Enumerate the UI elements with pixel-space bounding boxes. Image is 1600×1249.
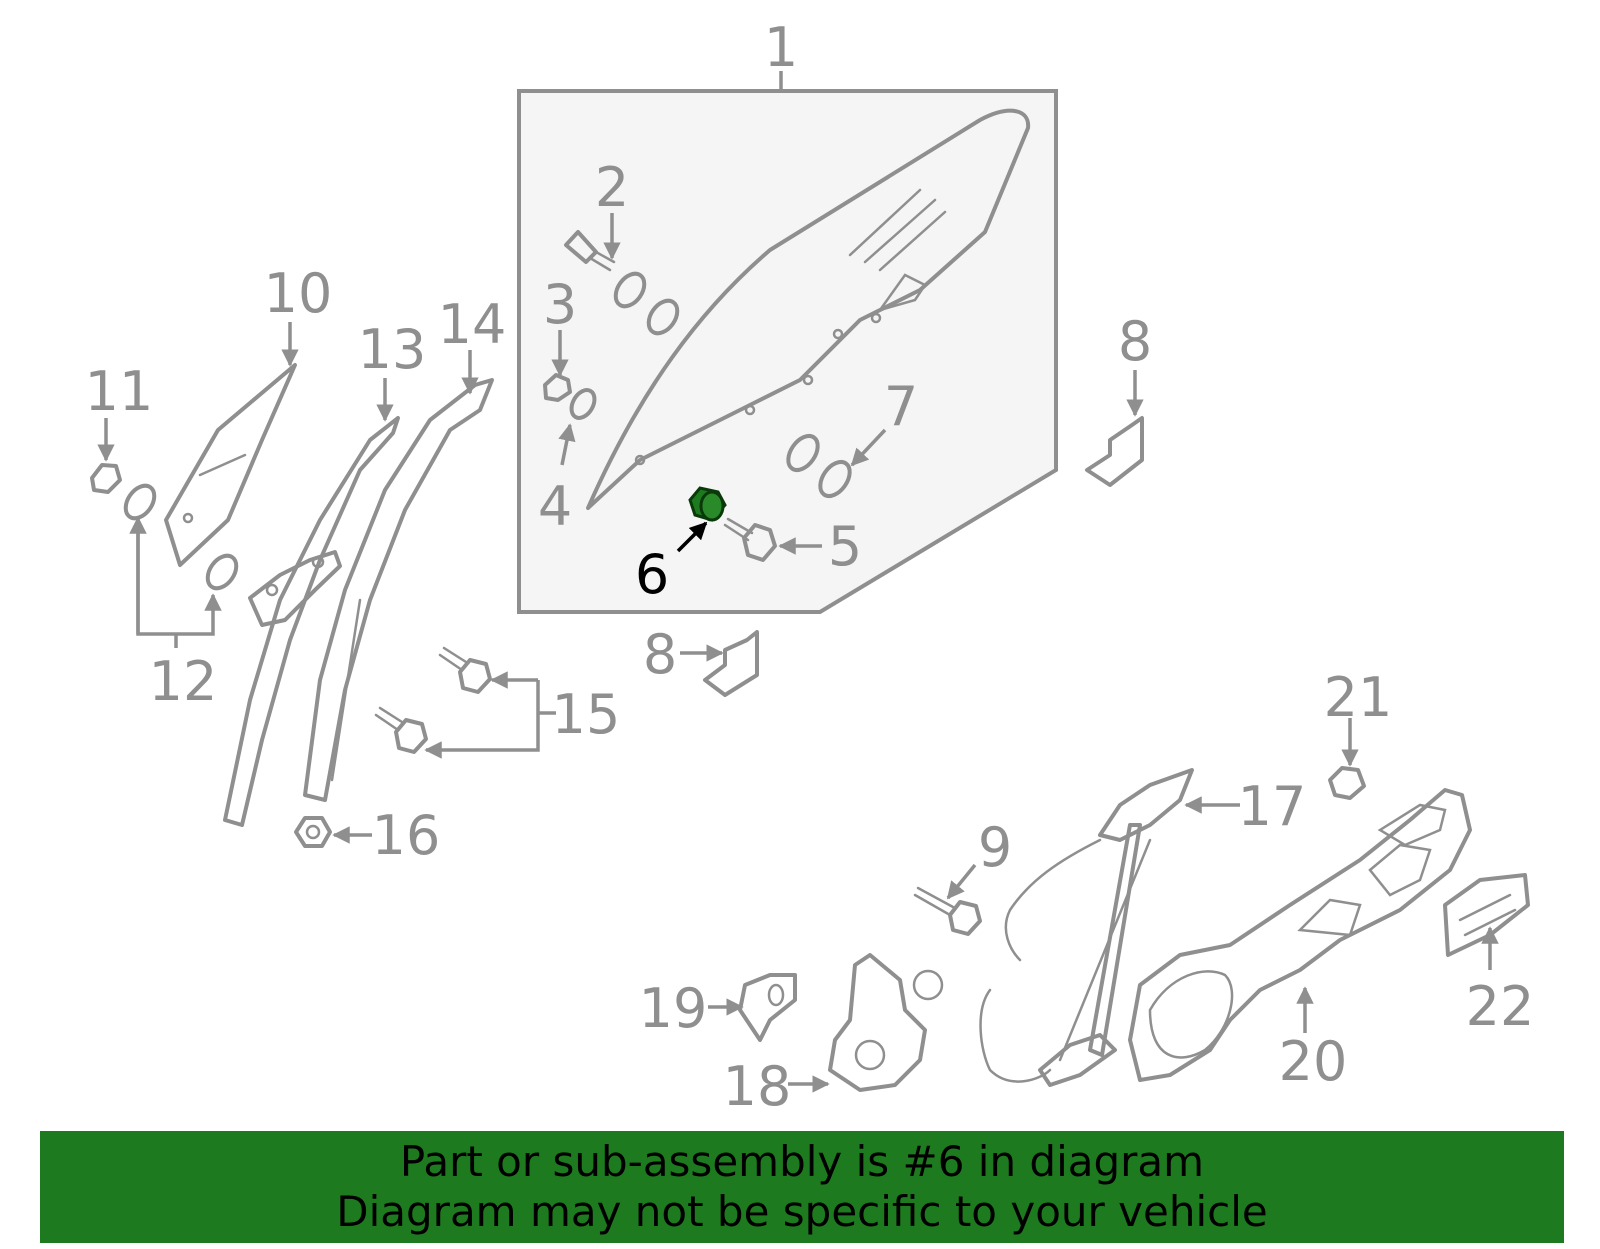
- channel-part-13: [223, 416, 400, 827]
- carrier-module-part-20: [1128, 788, 1472, 1082]
- label-1: 1: [764, 16, 798, 79]
- clip-part-21: [1328, 766, 1366, 800]
- info-banner: Part or sub-assembly is #6 in diagram Di…: [40, 1131, 1564, 1243]
- label-15: 15: [552, 683, 621, 746]
- washer-part-4: [569, 388, 597, 420]
- label-14: 14: [438, 293, 507, 356]
- bolt-part-9: [913, 886, 982, 936]
- regulator-part-17: [979, 768, 1194, 1087]
- label-13: 13: [358, 318, 427, 381]
- leader-lines: [97, 213, 1499, 1093]
- bracket-part-19: [738, 973, 797, 1042]
- bracket-part-8-right: [1085, 416, 1144, 487]
- clip-part-11: [90, 463, 122, 494]
- label-10: 10: [264, 262, 333, 325]
- label-11: 11: [85, 360, 154, 423]
- label-19: 19: [639, 977, 708, 1040]
- motor-part-18: [828, 953, 944, 1092]
- channel-part-14: [303, 378, 494, 802]
- bolt-part-5: [723, 517, 777, 562]
- label-18: 18: [723, 1055, 792, 1118]
- label-8-bottom: 8: [643, 623, 677, 686]
- washer-part-7: [786, 433, 852, 499]
- label-2: 2: [595, 156, 629, 219]
- label-12: 12: [149, 650, 218, 713]
- bracket-part-8-bottom: [703, 630, 759, 697]
- bracket-part-22: [1443, 873, 1530, 957]
- label-8-right: 8: [1118, 310, 1152, 373]
- label-21: 21: [1324, 666, 1393, 729]
- label-7: 7: [884, 375, 918, 438]
- label-22: 22: [1466, 975, 1535, 1038]
- label-16: 16: [372, 804, 441, 867]
- screw-part-2: [564, 230, 680, 336]
- banner-line-1: Part or sub-assembly is #6 in diagram: [399, 1137, 1205, 1186]
- label-4: 4: [538, 475, 572, 538]
- label-17: 17: [1238, 775, 1307, 838]
- label-9: 9: [978, 816, 1012, 879]
- door-glass: [586, 108, 1031, 510]
- banner-line-2: Diagram may not be specific to your vehi…: [336, 1187, 1268, 1236]
- glass-assembly-box: [517, 71, 1058, 614]
- label-20: 20: [1279, 1030, 1348, 1093]
- label-3: 3: [543, 273, 577, 336]
- highlighted-part-6: [688, 486, 727, 522]
- label-6: 6: [635, 543, 669, 606]
- label-5: 5: [828, 515, 862, 578]
- quarter-glass-part-10: [164, 363, 297, 567]
- bolts-part-15: [374, 646, 492, 754]
- nut-part-16: [294, 816, 332, 848]
